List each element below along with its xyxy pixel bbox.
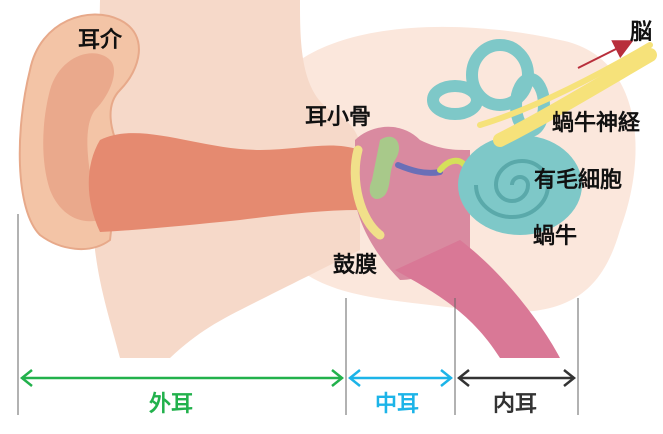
section-label-outer-ear: 外耳 <box>149 392 194 417</box>
section-label-middle-ear: 中耳 <box>375 392 420 417</box>
label-brain: 脳 <box>630 20 653 45</box>
label-cochlea: 蝸牛 <box>533 224 578 249</box>
auricle-inner <box>43 53 115 222</box>
ossicle-stapes <box>395 162 443 176</box>
label-auricle: 耳介 <box>78 28 123 53</box>
ear-canal <box>88 133 360 232</box>
label-ossicles: 耳小骨 <box>305 105 372 130</box>
label-hair-cells: 有毛細胞 <box>534 168 623 193</box>
eustachian-tube <box>395 240 560 358</box>
eardrum-shape <box>350 145 385 240</box>
section-dividers <box>17 214 579 415</box>
inner-ear-bracket <box>456 369 577 387</box>
cochlea-shape <box>458 135 582 235</box>
label-cochlear-nerve: 蝸牛神経 <box>552 111 641 136</box>
outer-ear-bracket <box>19 369 345 387</box>
section-label-inner-ear: 内耳 <box>493 392 538 417</box>
label-eardrum: 鼓膜 <box>333 253 378 278</box>
middle-ear-bracket <box>347 369 454 387</box>
ossicles-shape <box>369 136 400 200</box>
brain-arrow <box>577 40 634 69</box>
